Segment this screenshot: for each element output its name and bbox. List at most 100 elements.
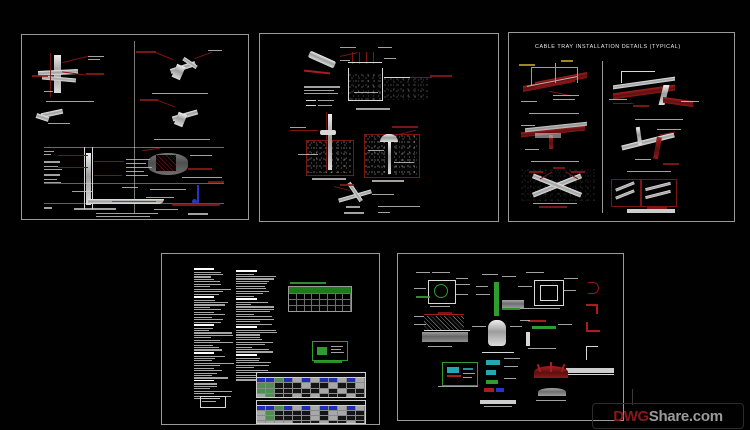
- table-cell: [266, 394, 275, 397]
- panel-cable-tray-installation-details[interactable]: CABLE TRAY INSTALLATION DETAILS (TYPICAL…: [508, 32, 735, 222]
- detail-caption: [346, 206, 360, 208]
- panel-miscellaneous-installation-details[interactable]: [397, 253, 624, 421]
- annotation-text: [72, 191, 92, 192]
- table-cell: [329, 411, 338, 416]
- detail-f-rib: [550, 362, 552, 372]
- annotation-text: [504, 358, 520, 359]
- annotation-text: [529, 171, 543, 173]
- panel-earth-pit-installation-details[interactable]: [259, 33, 499, 222]
- spec-line: [194, 375, 212, 377]
- spec-line: [194, 337, 212, 339]
- detail-caption: [154, 139, 210, 140]
- spec-line: [236, 311, 270, 313]
- table-cell: [257, 421, 266, 423]
- table-cell: [356, 411, 365, 416]
- spec-line: [236, 359, 260, 362]
- spec-line: [194, 311, 215, 313]
- table-cell: [338, 378, 347, 384]
- table-cell: [347, 388, 356, 395]
- legend-box[interactable]: [312, 341, 348, 361]
- annotation-text: [290, 127, 306, 128]
- spec-line: [194, 372, 217, 374]
- leader-line: [62, 55, 88, 63]
- annotation-text: [553, 95, 579, 96]
- table-cell: [311, 388, 320, 395]
- detail-f-fan: [534, 366, 568, 378]
- annotation-text: [558, 324, 572, 325]
- spec-line: [236, 273, 255, 275]
- table-cell: [257, 416, 266, 421]
- detail-blue-base: [192, 199, 197, 204]
- spec-line: [236, 288, 266, 290]
- spec-line: [236, 285, 265, 287]
- note-text: [96, 213, 158, 214]
- table-cell: [257, 378, 266, 384]
- annotation-text: [521, 125, 535, 126]
- tray-bracket-rail: [621, 132, 675, 151]
- table-cell: [320, 383, 329, 389]
- annotation-text: [663, 163, 679, 166]
- annotation-text: [525, 149, 539, 150]
- spec-line: [194, 278, 215, 280]
- detail-e-cyan-a: [486, 360, 500, 365]
- table-row: [257, 388, 365, 395]
- spec-line: [194, 306, 210, 308]
- annotation-text: [150, 189, 186, 190]
- panel-earthing-bonding-details[interactable]: [21, 34, 249, 220]
- equipment-schedule-table[interactable]: [288, 286, 352, 312]
- conduit-drop-symbol-b: [586, 346, 598, 348]
- annotation-text: [416, 272, 430, 273]
- table-cell: [302, 394, 311, 397]
- detail-c-drop: [526, 332, 530, 346]
- table-cell: [311, 411, 320, 416]
- tray-bracket: [535, 133, 561, 138]
- leader-line: [340, 52, 358, 57]
- panel-specifications-and-schedules[interactable]: [161, 253, 380, 425]
- spec-line: [194, 304, 226, 306]
- annotation-text: [126, 163, 146, 164]
- legend-swatch: [317, 347, 327, 355]
- detail-d-box[interactable]: [442, 362, 478, 386]
- earth-rod-left: [328, 114, 332, 170]
- table-cell: [266, 416, 275, 421]
- detail-e-red: [484, 388, 494, 392]
- spec-line: [236, 313, 254, 315]
- conduit-bend-symbol-3b: [586, 330, 600, 332]
- spec-line: [236, 369, 269, 371]
- spec-line: [194, 281, 220, 283]
- detail-riser-conductor: [86, 153, 91, 205]
- cable-schedule-table-2[interactable]: [256, 400, 366, 424]
- leader-line: [58, 155, 88, 156]
- annotation-text: [414, 324, 426, 325]
- leader-line: [94, 161, 124, 162]
- spec-line: [236, 336, 261, 338]
- spec-line: [194, 327, 213, 329]
- leader-line: [156, 99, 176, 107]
- table-cell: [311, 383, 320, 389]
- legend-label: [331, 352, 344, 353]
- table-cell: [329, 416, 338, 421]
- annotation-text: [438, 312, 452, 314]
- detail-b-underline: [482, 352, 514, 353]
- annotation-text: [44, 179, 57, 180]
- spec-line: [194, 302, 229, 304]
- table-cell: [275, 411, 284, 416]
- spec-line: [236, 367, 255, 369]
- table-cell: [320, 411, 329, 416]
- dimension-line: [621, 71, 655, 72]
- section-wall-left: [84, 147, 85, 209]
- annotation-text: [86, 73, 104, 75]
- spec-line: [194, 390, 233, 392]
- detail-caption: [484, 406, 512, 407]
- annotation-text: [44, 169, 62, 170]
- table-cell: [338, 411, 347, 416]
- spec-line: [194, 321, 221, 323]
- cable-schedule-table-1[interactable]: [256, 372, 366, 398]
- scale-bar-rule: [566, 374, 614, 375]
- table-cell: [257, 411, 266, 416]
- detail-conduit: [366, 52, 367, 64]
- table-cell: [329, 383, 338, 389]
- table-cell: [284, 416, 293, 421]
- detail-caption: [635, 119, 683, 120]
